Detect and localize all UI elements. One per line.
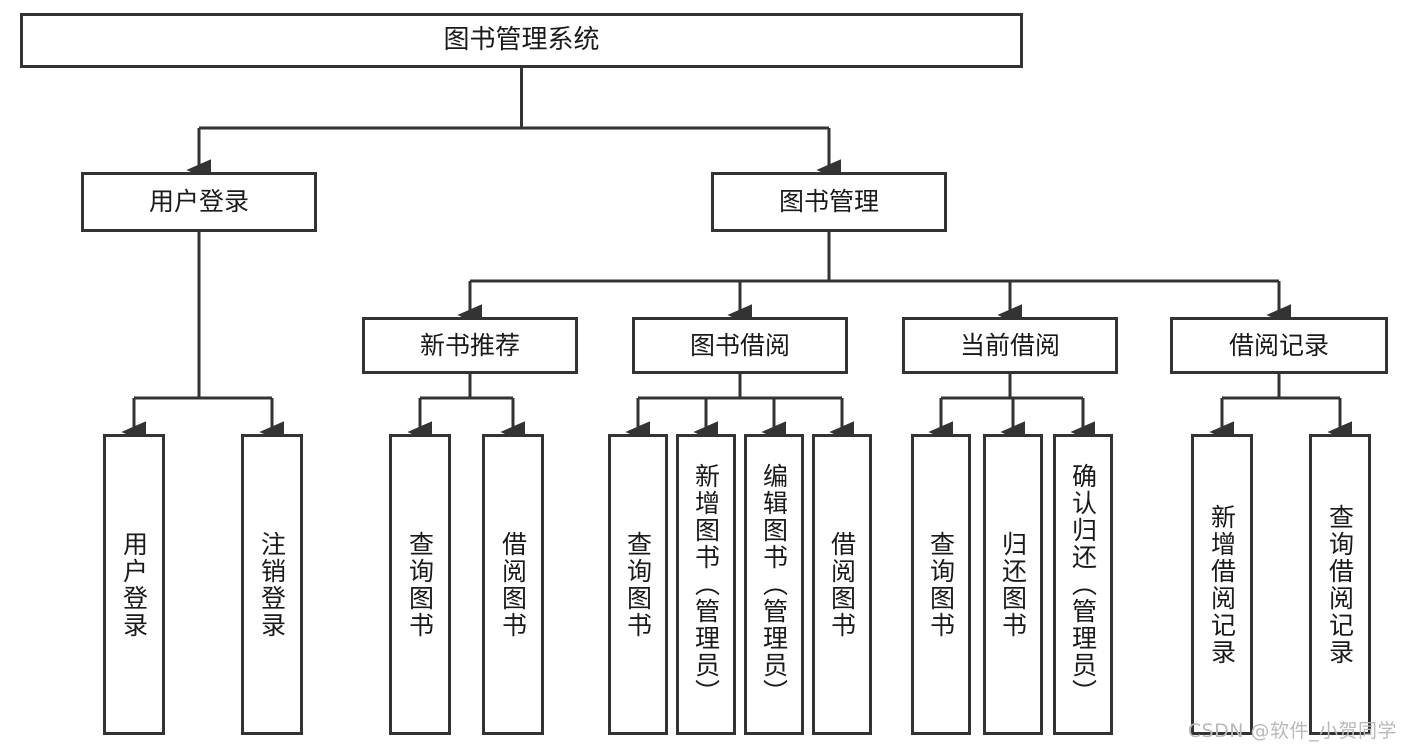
node-leaf-confirm-ret[interactable]: 确认归还（管理员） — [1053, 434, 1113, 735]
node-label-leaf-user-login: 用户登录 — [119, 530, 149, 639]
node-leaf-query-record[interactable]: 查询借阅记录 — [1309, 434, 1371, 735]
node-label-leaf-query-book-3: 查询图书 — [926, 530, 956, 639]
node-leaf-query-book-2[interactable]: 查询图书 — [608, 434, 668, 735]
node-current-borrow[interactable]: 当前借阅 — [902, 317, 1118, 374]
node-label-leaf-query-book-2: 查询图书 — [623, 530, 653, 639]
watermark-label: CSDN @软件_小贺同学 — [1187, 720, 1397, 742]
node-leaf-add-record[interactable]: 新增借阅记录 — [1191, 434, 1253, 735]
node-borrow-record[interactable]: 借阅记录 — [1170, 317, 1388, 374]
node-root[interactable]: 图书管理系统 — [20, 13, 1023, 68]
node-label-borrow-record: 借阅记录 — [1228, 330, 1329, 360]
node-leaf-user-logout[interactable]: 注销登录 — [241, 434, 303, 735]
node-leaf-borrow-book-1[interactable]: 借阅图书 — [482, 434, 544, 735]
node-label-leaf-add-book: 新增图书（管理员） — [691, 463, 721, 706]
node-leaf-borrow-book-2[interactable]: 借阅图书 — [812, 434, 872, 735]
node-book-manage[interactable]: 图书管理 — [711, 172, 947, 232]
node-label-leaf-return-book: 归还图书 — [998, 530, 1028, 639]
node-new-book-rec[interactable]: 新书推荐 — [362, 317, 578, 374]
node-label-leaf-user-logout: 注销登录 — [257, 530, 287, 639]
node-label-leaf-edit-book: 编辑图书（管理员） — [759, 463, 789, 706]
node-label-leaf-query-record: 查询借阅记录 — [1325, 503, 1355, 666]
node-label-leaf-borrow-book-2: 借阅图书 — [827, 530, 857, 639]
node-label-user-login: 用户登录 — [148, 187, 249, 217]
node-label-leaf-query-book-1: 查询图书 — [405, 530, 435, 639]
node-label-root: 图书管理系统 — [443, 25, 600, 56]
node-user-login[interactable]: 用户登录 — [81, 172, 317, 232]
node-leaf-query-book-3[interactable]: 查询图书 — [911, 434, 971, 735]
node-label-leaf-borrow-book-1: 借阅图书 — [498, 530, 528, 639]
node-label-leaf-add-record: 新增借阅记录 — [1207, 503, 1237, 666]
node-label-leaf-confirm-ret: 确认归还（管理员） — [1068, 463, 1098, 706]
node-label-new-book-rec: 新书推荐 — [419, 330, 520, 360]
node-leaf-edit-book[interactable]: 编辑图书（管理员） — [744, 434, 804, 735]
node-label-current-borrow: 当前借阅 — [959, 330, 1060, 360]
node-leaf-add-book[interactable]: 新增图书（管理员） — [676, 434, 736, 735]
node-leaf-user-login[interactable]: 用户登录 — [103, 434, 165, 735]
edge-group — [121, 68, 1353, 443]
node-label-book-borrow: 图书借阅 — [689, 330, 790, 360]
node-book-borrow[interactable]: 图书借阅 — [632, 317, 848, 374]
node-label-book-manage: 图书管理 — [778, 187, 879, 217]
node-leaf-return-book[interactable]: 归还图书 — [983, 434, 1043, 735]
node-leaf-query-book-1[interactable]: 查询图书 — [389, 434, 451, 735]
